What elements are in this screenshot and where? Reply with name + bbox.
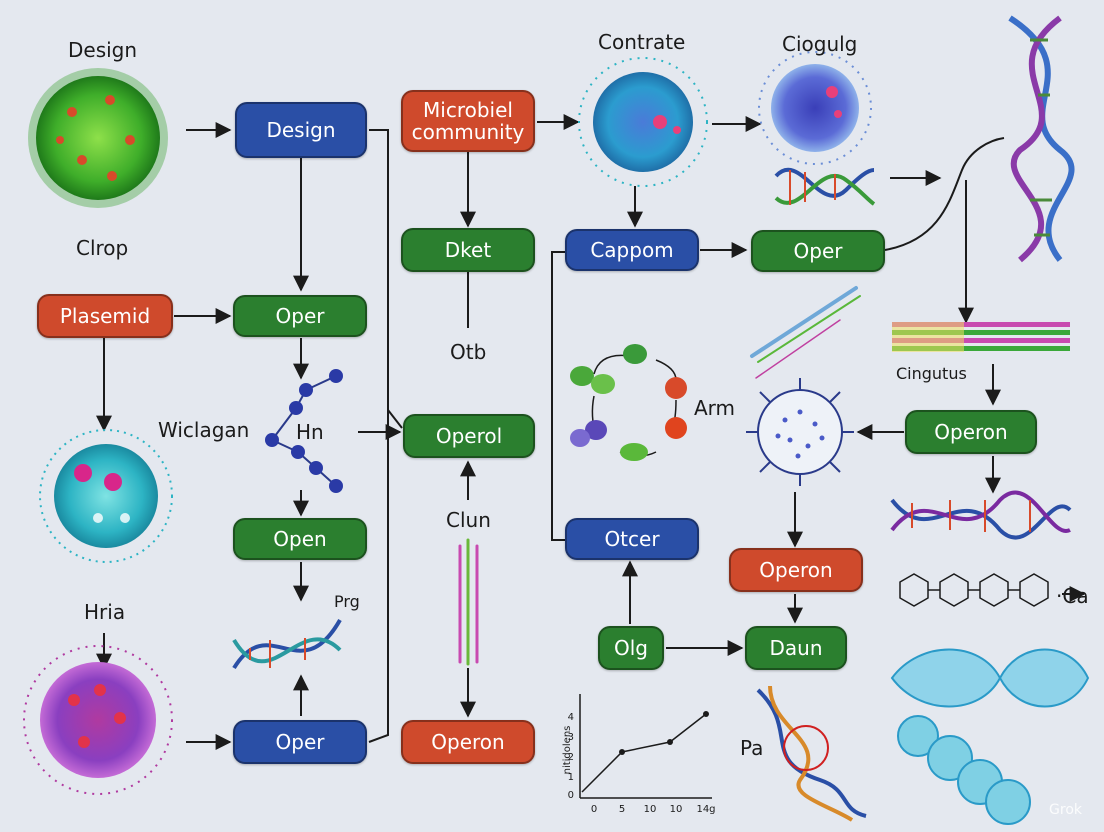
- connector-cappom-otcer: [551, 251, 565, 541]
- dna-helix-bottom-icon: [756, 685, 867, 822]
- mini-chart-y-tick: 3: [568, 732, 574, 743]
- label-cingutus: Cingutus: [896, 364, 967, 383]
- node-olg[interactable]: Olg: [598, 626, 664, 670]
- green-microbe-icon: [28, 68, 168, 208]
- mini-chart-x-tick: 10: [644, 804, 657, 815]
- label-otb: Otb: [450, 340, 487, 364]
- connector-bracket-operol: [387, 409, 403, 429]
- node-oper-bottom[interactable]: Oper: [233, 720, 367, 764]
- node-plasemid[interactable]: Plasemid: [37, 294, 173, 338]
- node-operon-bottom[interactable]: Operon: [401, 720, 535, 764]
- label-contrate: Contrate: [598, 30, 686, 54]
- connectors: [96, 114, 1086, 750]
- blue-microbe-icon: [578, 57, 708, 187]
- plasmid-rods-icon: [750, 286, 861, 379]
- mini-chart-y-tick: 1: [568, 772, 574, 783]
- spiky-virus-icon: [746, 378, 854, 486]
- node-operol[interactable]: Operol: [403, 414, 535, 458]
- node-dket[interactable]: Dket: [401, 228, 535, 272]
- molecule-chain-icon: [265, 369, 343, 493]
- purple-blue-microbe-icon: [758, 51, 872, 165]
- mini-chart-y-label: nitidolens: [562, 726, 573, 775]
- dna-helix-left-icon: [232, 619, 342, 670]
- cell-chain-icon: [897, 715, 1031, 825]
- mini-chart-x-tick: 5: [619, 804, 625, 815]
- node-operon-mid[interactable]: Operon: [729, 548, 863, 592]
- node-cappom[interactable]: Cappom: [565, 229, 699, 271]
- label-wiclagan: Wiclagan: [158, 418, 250, 442]
- ring-molecule-icon: [570, 344, 687, 461]
- node-open[interactable]: Open: [233, 518, 367, 560]
- label-clrop: Clrop: [76, 236, 129, 260]
- node-daun[interactable]: Daun: [745, 626, 847, 670]
- node-operon-right[interactable]: Operon: [905, 410, 1037, 454]
- label-clun: Clun: [446, 508, 491, 532]
- label-hria: Hria: [84, 600, 126, 624]
- mini-chart-x-tick: 10: [670, 804, 683, 815]
- node-oper-top-right[interactable]: Oper: [751, 230, 885, 272]
- pink-microbe-icon: [23, 645, 173, 795]
- twisted-fiber-icon: [890, 648, 1090, 708]
- dna-helix-large-icon: [1008, 15, 1075, 263]
- label-prg: Prg: [334, 592, 360, 611]
- label-ciogulg: Ciogulg: [782, 32, 858, 56]
- label-arm: Arm: [694, 396, 736, 420]
- node-design[interactable]: Design: [235, 102, 367, 158]
- watermark-logo: Grok: [1049, 802, 1082, 818]
- node-microbiel-community[interactable]: Microbiel community: [401, 90, 535, 152]
- mini-chart-y-tick: 2: [568, 752, 574, 763]
- label-hn: Hn: [296, 420, 324, 444]
- label-design-top: Design: [68, 38, 138, 62]
- mini-line-chart: nitidolens 4 3 2 1 0 0 5 10 10 14g: [562, 694, 716, 815]
- gel-bars-icon: [458, 538, 479, 666]
- dna-helix-right-icon: [890, 490, 1072, 540]
- label-ca: ·Ca: [1056, 584, 1089, 608]
- mini-chart-x-tick: 0: [591, 804, 597, 815]
- mini-chart-x-tick: 14g: [696, 804, 715, 815]
- node-otcer[interactable]: Otcer: [565, 518, 699, 560]
- parallel-strands-icon: [892, 322, 1070, 352]
- connector-oper-helix: [884, 137, 1005, 251]
- dna-helix-small-icon: [774, 167, 876, 206]
- node-oper-left[interactable]: Oper: [233, 295, 367, 337]
- teal-microbe-icon: [39, 429, 173, 563]
- chemical-structure-icon: [899, 573, 1049, 607]
- label-pa: Pa: [740, 736, 764, 760]
- mini-chart-y-tick: 0: [568, 790, 574, 801]
- connector-design-bracket: [368, 129, 389, 743]
- mini-chart-y-tick: 4: [568, 712, 574, 723]
